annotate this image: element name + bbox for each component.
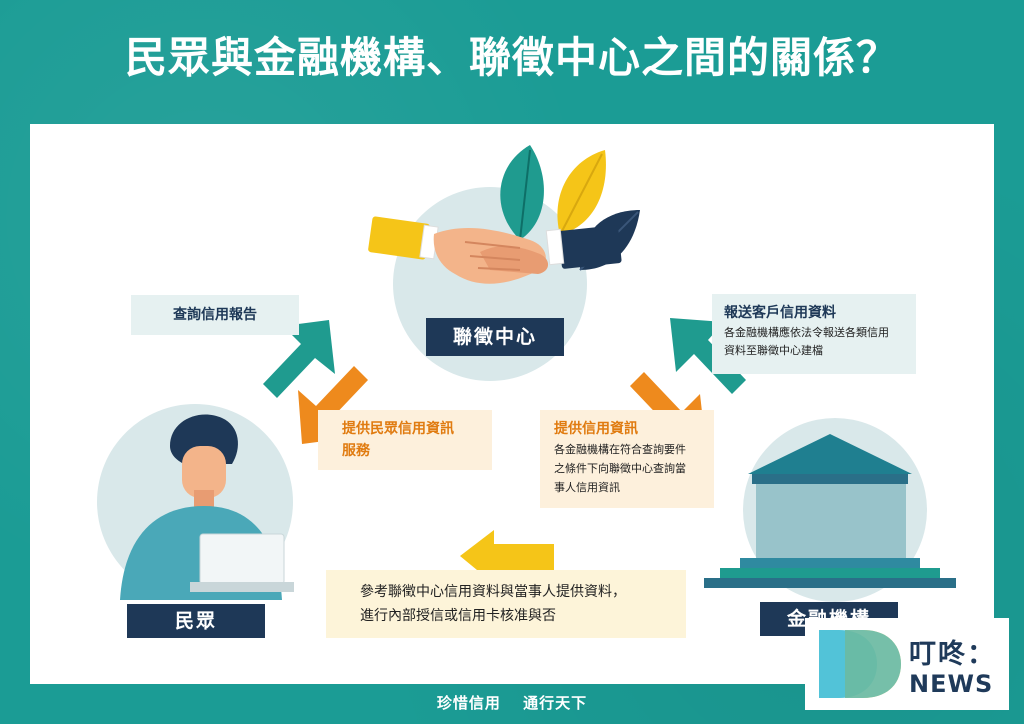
- provide-info-box: 提供信用資訊 各金融機構在符合查詢要件 之條件下向聯徵中心查詢當 事人信用資訊: [540, 410, 714, 508]
- person-illustration: [120, 414, 294, 600]
- arrow-report-up: [670, 318, 746, 394]
- refer-line2: 進行內部授信或信用卡核准與否: [360, 608, 556, 624]
- refer-line1: 參考聯徵中心信用資料與當事人提供資料，: [360, 584, 626, 600]
- footer-slogan: 珍惜信用 通行天下: [0, 692, 1024, 713]
- center-label: 聯徵中心: [426, 318, 564, 356]
- logo-dd-icon: [819, 630, 901, 698]
- logo-en-text: NEWS: [909, 670, 994, 698]
- arrow-provide-public-down: [298, 366, 368, 444]
- query-report-box: 查詢信用報告: [131, 295, 299, 335]
- provide-public-line1: 提供民眾信用資訊: [342, 421, 454, 437]
- refer-box: 參考聯徵中心信用資料與當事人提供資料， 進行內部授信或信用卡核准與否: [326, 570, 686, 638]
- report-body-line1: 各金融機構應依法令報送各類信用: [724, 326, 889, 339]
- query-report-text: 查詢信用報告: [173, 307, 257, 323]
- provide-body-line1: 各金融機構在符合查詢要件: [554, 443, 686, 456]
- person-label: 民眾: [127, 604, 265, 638]
- handshake-illustration: [368, 216, 622, 284]
- provide-head: 提供信用資訊: [554, 421, 638, 437]
- footer-left: 珍惜信用: [436, 694, 501, 712]
- bank-illustration: [704, 434, 956, 588]
- arrow-query-up: [263, 320, 335, 398]
- provide-body-line2: 之條件下向聯徵中心查詢當: [554, 462, 686, 475]
- page-title: 民眾與金融機構、聯徵中心之間的關係？: [124, 33, 899, 82]
- report-data-box: 報送客戶信用資料 各金融機構應依法令報送各類信用 資料至聯徵中心建檔: [712, 294, 916, 374]
- provide-body-line3: 事人信用資訊: [554, 481, 620, 494]
- report-body-line2: 資料至聯徵中心建檔: [724, 344, 823, 357]
- report-head: 報送客戶信用資料: [724, 305, 836, 321]
- footer-right: 通行天下: [523, 694, 588, 712]
- provide-public-box: 提供民眾信用資訊 服務: [318, 410, 492, 470]
- provide-public-line2: 服務: [342, 443, 370, 459]
- dingdong-news-logo: 叮咚： NEWS: [805, 618, 1009, 710]
- logo-zh-text: 叮咚：: [909, 639, 996, 670]
